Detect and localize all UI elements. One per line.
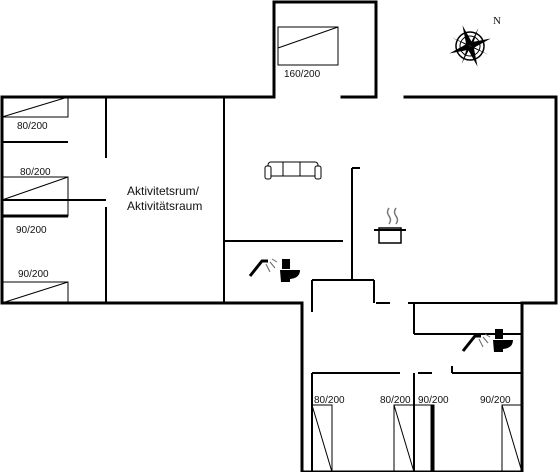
shower-icon [248, 258, 278, 277]
bed-label-bottom-2: 80/200 [380, 395, 411, 406]
sofa-icon [264, 161, 322, 180]
bed-bottom-1 [311, 404, 333, 472]
bed-label-left-1: 80/200 [17, 121, 48, 132]
bed-bottom-4 [501, 404, 523, 472]
compass-rose-icon [449, 25, 491, 67]
bed-left-3 [1, 199, 69, 217]
room-label: Aktivitetsrum/ Aktivitätsraum [127, 184, 202, 214]
interior-walls [2, 97, 522, 472]
room-label-line2: Aktivitätsraum [127, 199, 203, 213]
bed-left-4 [1, 281, 69, 304]
north-label: N [493, 15, 501, 27]
toilet-icon [493, 329, 513, 352]
bed-label-left-2: 80/200 [20, 167, 51, 178]
room-label-line1: Aktivitetsrum/ [127, 184, 200, 198]
bed-label-bottom-3: 90/200 [418, 395, 449, 406]
shower-icon [461, 333, 491, 352]
bed-label-bottom-4: 90/200 [480, 395, 511, 406]
bed-label-left-3: 90/200 [16, 225, 47, 236]
toilet-icon [280, 259, 300, 282]
bed-left-1 [1, 96, 69, 118]
bed-edges [2, 214, 434, 472]
bed-label-bottom-1: 80/200 [314, 395, 345, 406]
bed-top [277, 26, 339, 66]
bed-label-top: 160/200 [284, 69, 321, 80]
kitchen-pot-icon [374, 207, 406, 244]
bed-label-left-4: 90/200 [18, 269, 49, 280]
bed-bottom-3 [413, 404, 435, 472]
